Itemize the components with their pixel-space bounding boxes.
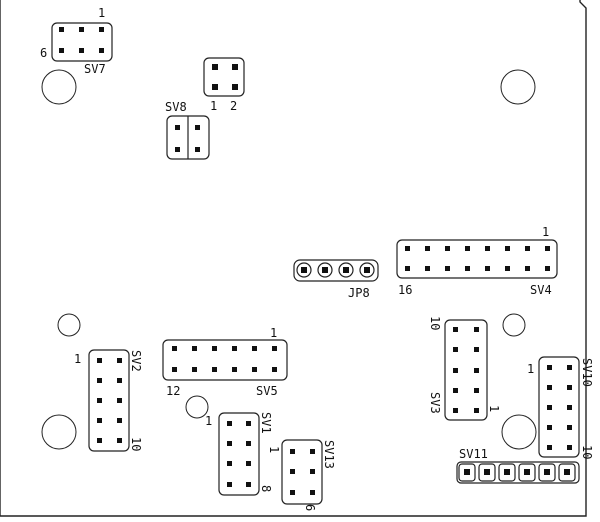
header-sv1: 1 8 SV1 <box>205 412 273 496</box>
mounting-hole <box>185 395 209 419</box>
sv4-pin1-label: 1 <box>542 225 549 239</box>
sv1-pin1-label: 1 <box>205 414 212 428</box>
header-sv4: 1 16 SV4 <box>396 225 558 297</box>
header-sv13: 1 6 SV13 <box>267 439 336 511</box>
jumper-pin2-label: 2 <box>230 99 237 113</box>
sv8-label: SV8 <box>165 100 187 114</box>
sv4-pin16-label: 16 <box>398 283 412 297</box>
mounting-hole <box>41 414 77 450</box>
sv3-pin10-label: 10 <box>428 316 442 330</box>
sv5-pin1-label: 1 <box>270 326 277 340</box>
sv5-pin12-label: 12 <box>166 384 180 398</box>
sv1-label: SV1 <box>259 412 273 434</box>
sv10-pin1-label: 1 <box>527 362 534 376</box>
sv4-pads <box>405 246 550 271</box>
header-2x2-jumper: 1 2 <box>203 57 245 113</box>
jp8-label: JP8 <box>348 286 370 300</box>
sv11-label: SV11 <box>459 447 488 461</box>
sv4-label: SV4 <box>530 283 552 297</box>
header-sv5: 1 12 SV5 <box>162 326 288 398</box>
header-sv3: 10 1 SV3 <box>428 316 501 421</box>
sv3-label: SV3 <box>428 392 442 414</box>
sv13-pin6-label: 6 <box>303 504 317 511</box>
mounting-hole <box>41 69 77 105</box>
header-sv7: 1 6 SV7 <box>40 6 113 76</box>
mounting-hole <box>500 69 536 105</box>
sv3-pin1-label: 1 <box>487 405 501 412</box>
sv7-pin1-label: 1 <box>98 6 105 20</box>
header-sv2: 1 10 SV2 <box>74 349 143 452</box>
jumper-pin1-label: 1 <box>210 99 217 113</box>
sv2-pin1-label: 1 <box>74 352 81 366</box>
sv7-pin6-label: 6 <box>40 46 47 60</box>
sv5-label: SV5 <box>256 384 278 398</box>
board-outline <box>0 0 587 517</box>
sv7-label: SV7 <box>84 62 106 76</box>
mounting-hole <box>502 313 526 337</box>
header-sv10: 1 10 SV10 <box>527 356 594 459</box>
sv2-pin10-label: 10 <box>129 437 143 451</box>
mounting-hole <box>501 414 537 450</box>
header-sv11: SV11 <box>456 447 580 484</box>
header-jp8: JP8 <box>293 259 379 300</box>
sv10-label: SV10 <box>580 358 594 387</box>
mounting-hole <box>57 313 81 337</box>
sv1-pin8-label: 8 <box>259 485 273 492</box>
header-sv8: SV8 <box>165 100 210 160</box>
sv2-label: SV2 <box>129 350 143 372</box>
sv13-label: SV13 <box>322 440 336 469</box>
sv13-pin1-label: 1 <box>267 446 281 453</box>
sv10-pin10-label: 10 <box>580 445 594 459</box>
